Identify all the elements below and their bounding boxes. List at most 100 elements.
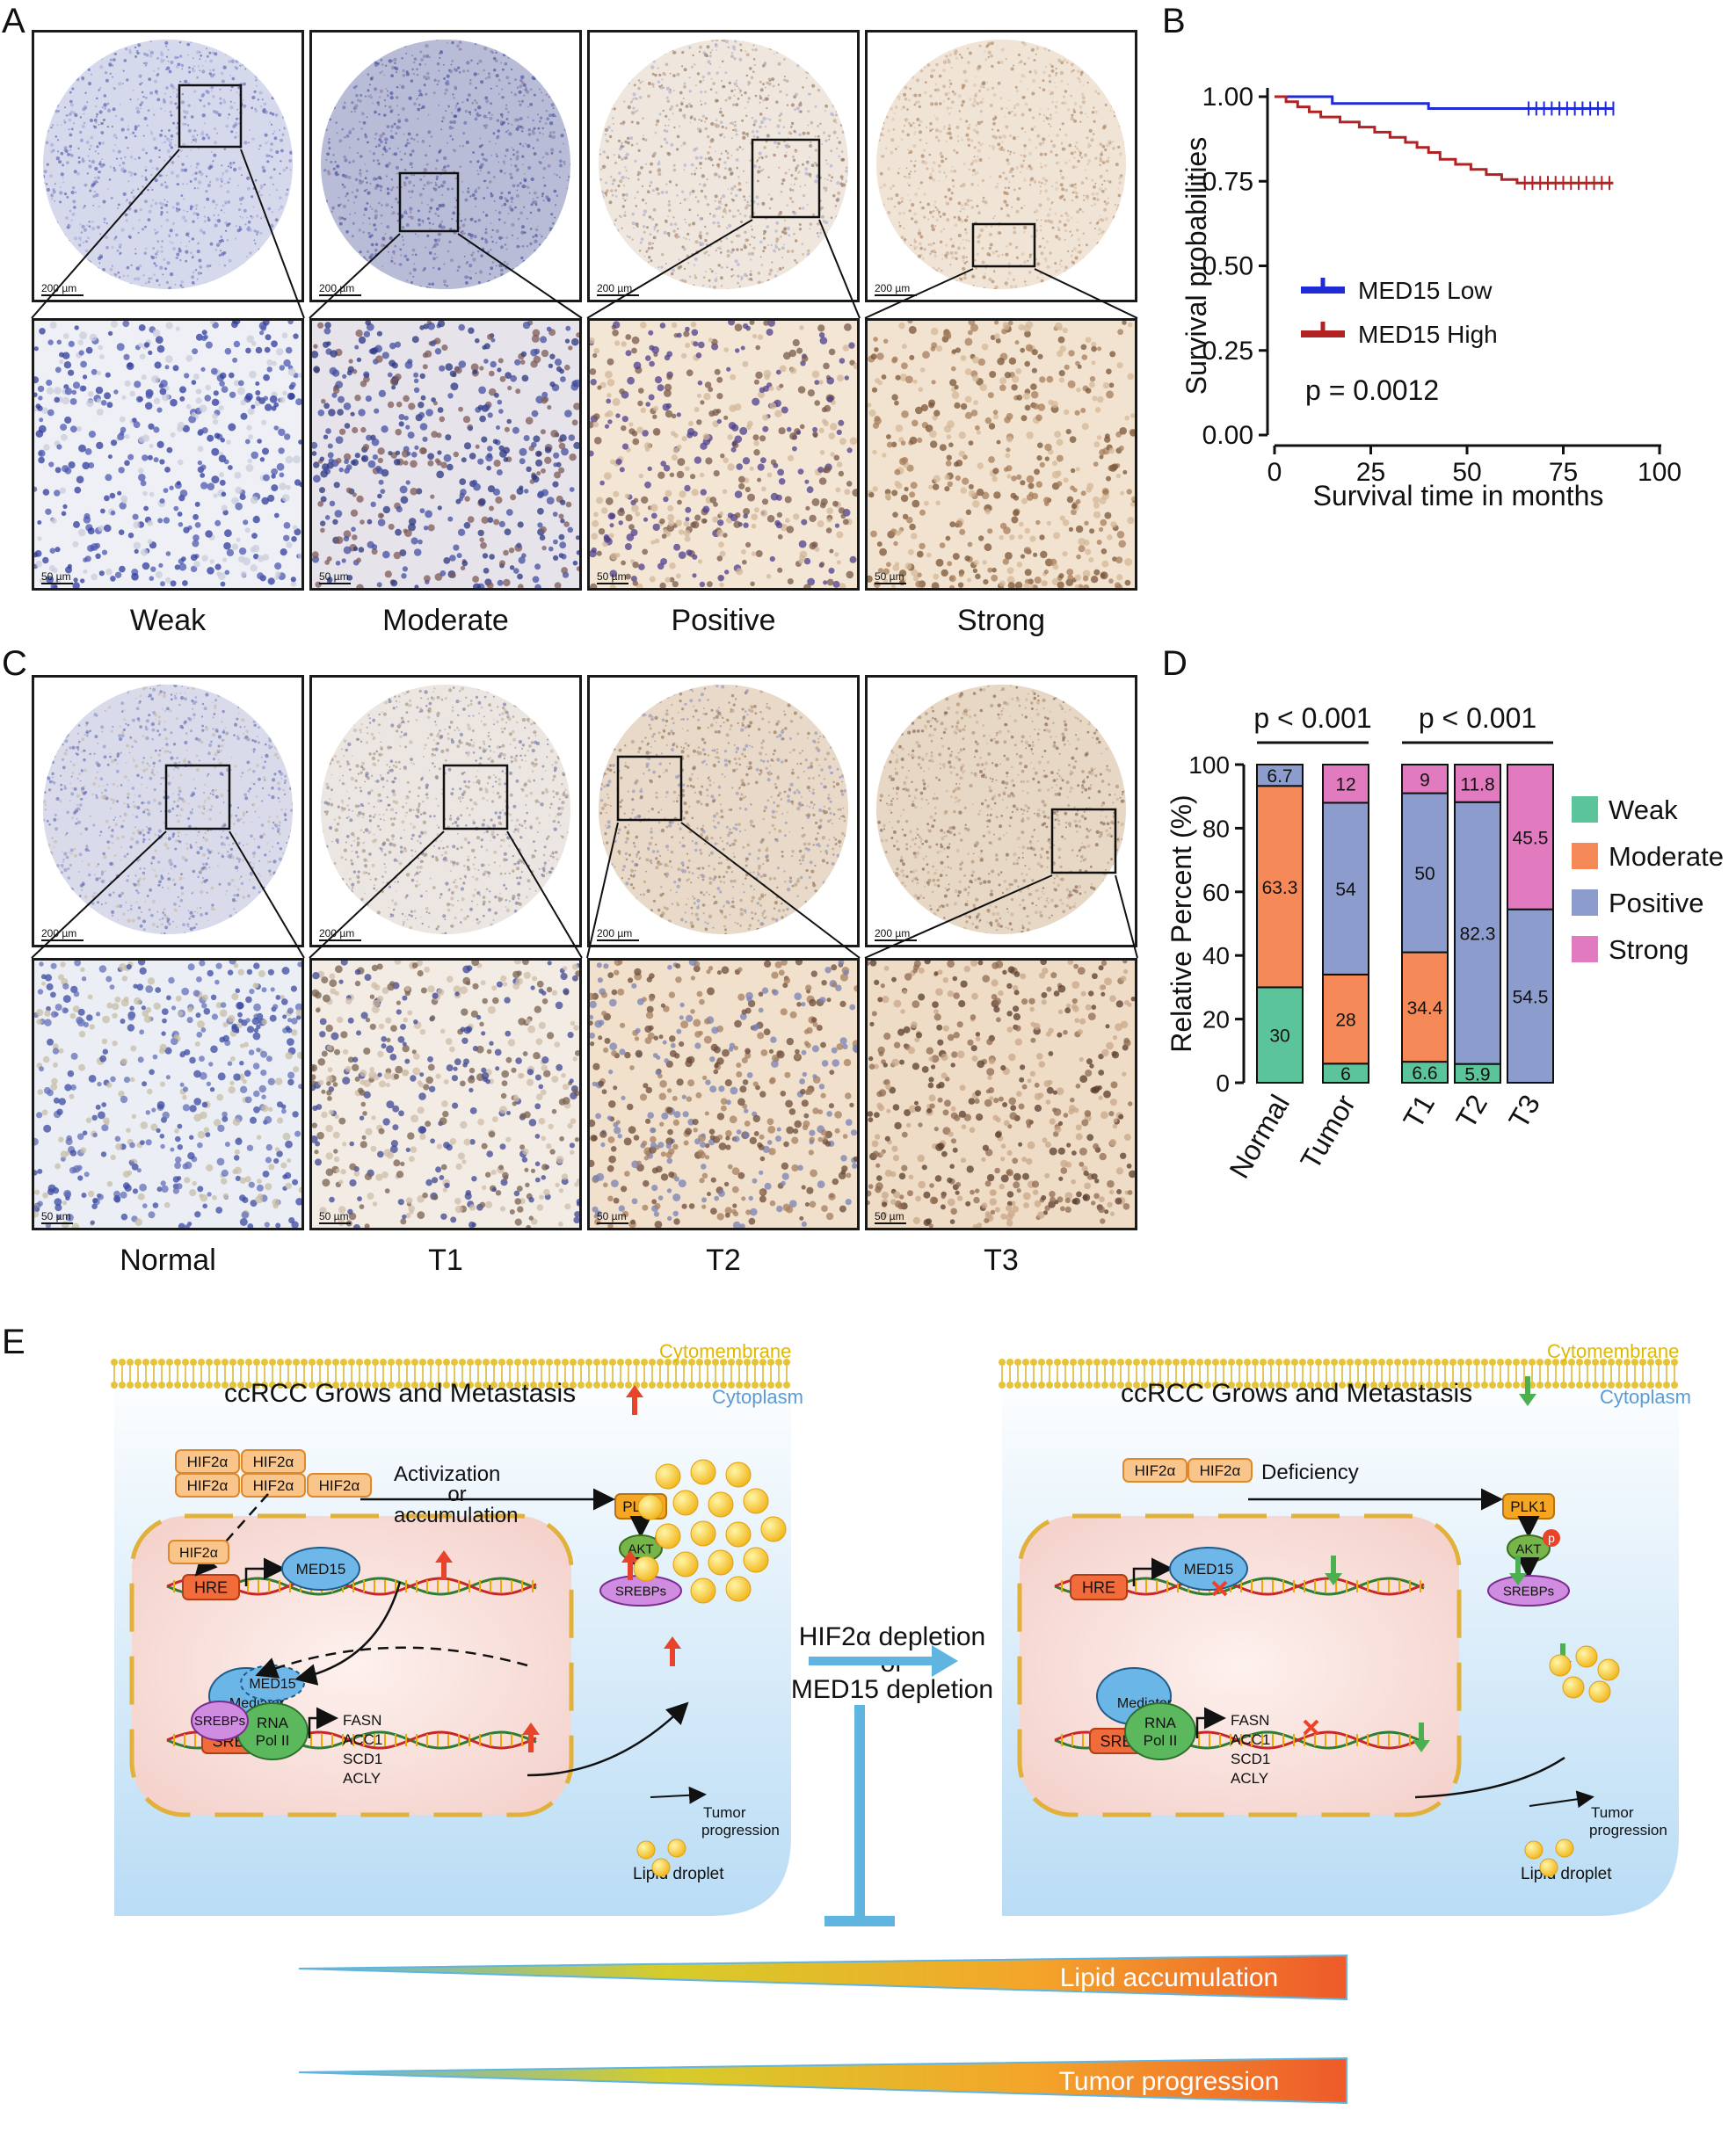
speck bbox=[801, 243, 804, 245]
scale-bar bbox=[319, 294, 361, 296]
speck bbox=[658, 73, 662, 76]
speck bbox=[49, 174, 53, 178]
nucleus bbox=[458, 406, 463, 412]
speck bbox=[179, 259, 182, 261]
speck bbox=[144, 169, 148, 172]
speck bbox=[364, 207, 368, 211]
speck bbox=[337, 204, 341, 207]
speck bbox=[667, 215, 669, 217]
speck bbox=[454, 177, 458, 180]
speck bbox=[612, 178, 616, 183]
nucleus bbox=[540, 526, 547, 533]
speck bbox=[625, 152, 629, 156]
speck bbox=[651, 217, 655, 221]
speck bbox=[634, 97, 636, 99]
speck bbox=[443, 63, 445, 66]
speck bbox=[139, 103, 142, 106]
nucleus bbox=[181, 556, 186, 562]
nucleus bbox=[157, 518, 163, 524]
speck bbox=[61, 151, 62, 154]
nucleus bbox=[319, 487, 325, 494]
speck bbox=[484, 238, 488, 242]
speck bbox=[163, 110, 166, 112]
speck bbox=[255, 78, 258, 82]
speck bbox=[134, 134, 137, 138]
nucleus bbox=[175, 326, 180, 331]
speck bbox=[425, 54, 430, 59]
nucleus bbox=[331, 392, 338, 398]
speck bbox=[369, 94, 372, 96]
speck bbox=[715, 126, 717, 128]
nucleus bbox=[59, 359, 64, 365]
speck bbox=[396, 185, 399, 189]
speck bbox=[469, 160, 472, 163]
speck bbox=[720, 197, 723, 199]
nucleus bbox=[522, 321, 531, 330]
speck bbox=[621, 141, 623, 145]
speck bbox=[154, 178, 158, 183]
speck bbox=[752, 123, 756, 127]
nucleus bbox=[541, 391, 548, 398]
speck bbox=[409, 153, 413, 156]
nucleus bbox=[37, 385, 45, 393]
nucleus bbox=[154, 361, 162, 369]
speck bbox=[246, 216, 248, 219]
speck bbox=[545, 93, 548, 97]
nucleus bbox=[351, 526, 356, 532]
nucleus bbox=[87, 390, 94, 397]
nucleus bbox=[132, 513, 139, 520]
speck bbox=[132, 189, 134, 192]
speck bbox=[435, 178, 439, 181]
nucleus bbox=[514, 359, 521, 366]
speck bbox=[470, 59, 473, 62]
nucleus bbox=[106, 402, 113, 409]
speck bbox=[361, 112, 365, 116]
speck bbox=[91, 221, 94, 223]
speck bbox=[391, 257, 393, 259]
speck bbox=[111, 246, 114, 249]
nucleus bbox=[60, 424, 68, 432]
speck bbox=[227, 117, 229, 120]
speck bbox=[77, 156, 81, 159]
speck bbox=[490, 102, 493, 105]
nucleus bbox=[35, 430, 44, 438]
speck bbox=[767, 94, 770, 97]
speck bbox=[172, 247, 177, 251]
speck bbox=[391, 211, 396, 215]
speck bbox=[675, 148, 679, 151]
speck bbox=[75, 192, 77, 193]
speck bbox=[205, 133, 208, 136]
speck bbox=[344, 158, 348, 163]
speck bbox=[343, 101, 346, 105]
speck bbox=[542, 177, 545, 179]
nucleus bbox=[147, 539, 153, 545]
nucleus bbox=[110, 576, 116, 582]
nucleus bbox=[68, 340, 75, 347]
speck bbox=[665, 263, 667, 265]
speck bbox=[220, 209, 222, 212]
speck bbox=[752, 134, 756, 138]
speck bbox=[400, 254, 403, 257]
speck bbox=[429, 228, 432, 230]
speck bbox=[90, 135, 94, 140]
speck bbox=[46, 163, 49, 166]
speck bbox=[483, 179, 486, 183]
speck bbox=[95, 105, 98, 108]
speck bbox=[679, 202, 682, 205]
speck bbox=[802, 207, 805, 210]
speck bbox=[405, 279, 408, 281]
speck bbox=[698, 241, 702, 245]
nucleus bbox=[472, 583, 481, 588]
speck bbox=[452, 120, 456, 125]
speck bbox=[503, 221, 506, 224]
speck bbox=[469, 276, 473, 280]
speck bbox=[777, 132, 781, 134]
speck bbox=[163, 257, 166, 261]
speck bbox=[625, 177, 628, 178]
speck bbox=[473, 235, 477, 239]
speck bbox=[550, 213, 554, 216]
speck bbox=[113, 272, 116, 275]
speck bbox=[750, 225, 752, 228]
speck bbox=[538, 88, 541, 91]
speck bbox=[409, 215, 412, 219]
